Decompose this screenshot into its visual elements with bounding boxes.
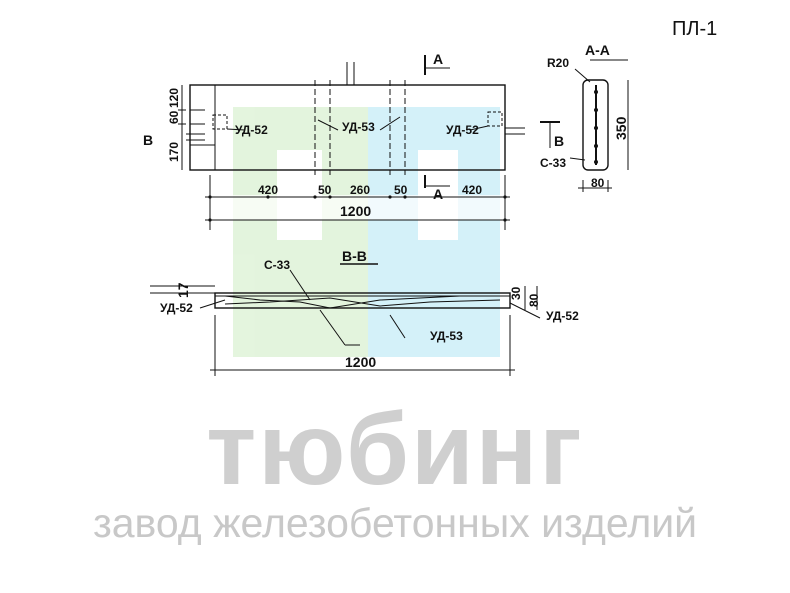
dim-bottom-420-right: 420 [462, 183, 482, 197]
section-a-bottom-label: A [433, 186, 443, 202]
section-bb-bar: С-33 [264, 258, 290, 272]
dim-bottom-50-left: 50 [318, 183, 332, 197]
section-bb-ud52-left: УД-52 [160, 301, 193, 315]
section-aa-width: 80 [591, 176, 605, 190]
section-aa-height: 350 [613, 116, 629, 140]
section-bb-dim-80: 80 [527, 293, 541, 307]
dim-left-60: 60 [167, 110, 181, 124]
section-b-left-label: B [143, 132, 153, 148]
section-bb-dim-30: 30 [509, 286, 523, 300]
section-aa-bar: С-33 [540, 156, 566, 170]
section-b-right-label: B [554, 133, 564, 149]
dim-bottom-50-right: 50 [394, 183, 408, 197]
dim-bottom-260: 260 [350, 183, 370, 197]
plan-length: 1200 [340, 203, 371, 219]
section-bb-dim-17: 17 [175, 282, 191, 298]
section-bb-outline [214, 292, 511, 309]
dim-bottom-420-left: 420 [258, 183, 278, 197]
drawing-code: ПЛ-1 [672, 18, 718, 40]
section-aa-title: А-А [585, 42, 610, 58]
label-ud52-right: УД-52 [446, 123, 479, 137]
section-aa-radius: R20 [547, 56, 569, 70]
dim-left-120: 120 [167, 88, 181, 108]
section-aa-outline [582, 79, 609, 171]
section-bb-length: 1200 [345, 354, 376, 370]
section-bb-ud52-right: УД-52 [546, 309, 579, 323]
label-ud52-left: УД-52 [235, 123, 268, 137]
section-bb-ud53: УД-53 [430, 329, 463, 343]
brand-subtitle: завод железобетонных изделий [92, 500, 698, 546]
section-bb-title: В-В [342, 248, 367, 264]
brand-name: тюбинг [206, 392, 584, 506]
dim-left-170: 170 [167, 142, 181, 162]
logo-watermark [233, 107, 500, 357]
section-a-top-label: A [433, 51, 443, 67]
label-ud53: УД-53 [342, 120, 375, 134]
